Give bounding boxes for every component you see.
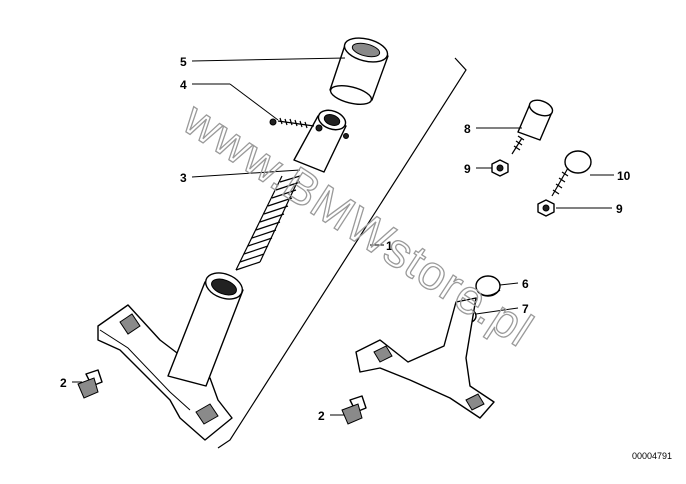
callout-7: 7 — [522, 302, 529, 316]
bracket-right — [355, 297, 495, 419]
callout-9-upper: 9 — [464, 162, 471, 176]
callout-9-lower: 9 — [616, 202, 623, 216]
nut-part-9-lower — [537, 199, 555, 217]
callout-2-right: 2 — [318, 409, 325, 423]
screw-part-4 — [269, 117, 315, 129]
leader-lines — [72, 57, 614, 416]
callout-4: 4 — [180, 78, 187, 92]
spring — [235, 175, 301, 271]
callout-2-left: 2 — [60, 376, 67, 390]
outer-tube — [167, 272, 244, 387]
nut-part-9-upper — [491, 159, 509, 177]
callout-5: 5 — [180, 55, 187, 69]
base-bracket-left — [97, 304, 233, 441]
callout-8: 8 — [464, 122, 471, 136]
callout-3: 3 — [180, 171, 187, 185]
knob-part-10 — [551, 150, 592, 197]
cap-part-5 — [329, 37, 389, 105]
knob-part-8 — [511, 99, 554, 155]
callout-6: 6 — [522, 277, 529, 291]
assembly-boundary-line — [217, 57, 467, 449]
dome-cap-part-6 — [475, 275, 501, 297]
callout-1: 1 — [386, 239, 393, 253]
bolt-left — [77, 369, 103, 399]
diagram-code: 00004791 — [632, 451, 672, 461]
inner-tube — [293, 109, 349, 173]
callout-10: 10 — [617, 169, 631, 183]
bolt-right — [341, 395, 367, 425]
